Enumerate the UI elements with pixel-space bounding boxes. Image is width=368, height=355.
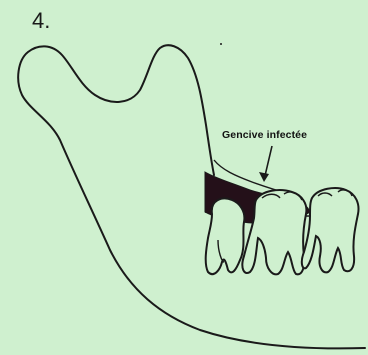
infected-gum-label: Gencive infectée <box>222 129 307 141</box>
arrow-head <box>259 172 269 182</box>
speck <box>220 43 222 45</box>
molar-right <box>302 188 359 272</box>
wisdom-tooth <box>206 199 245 275</box>
